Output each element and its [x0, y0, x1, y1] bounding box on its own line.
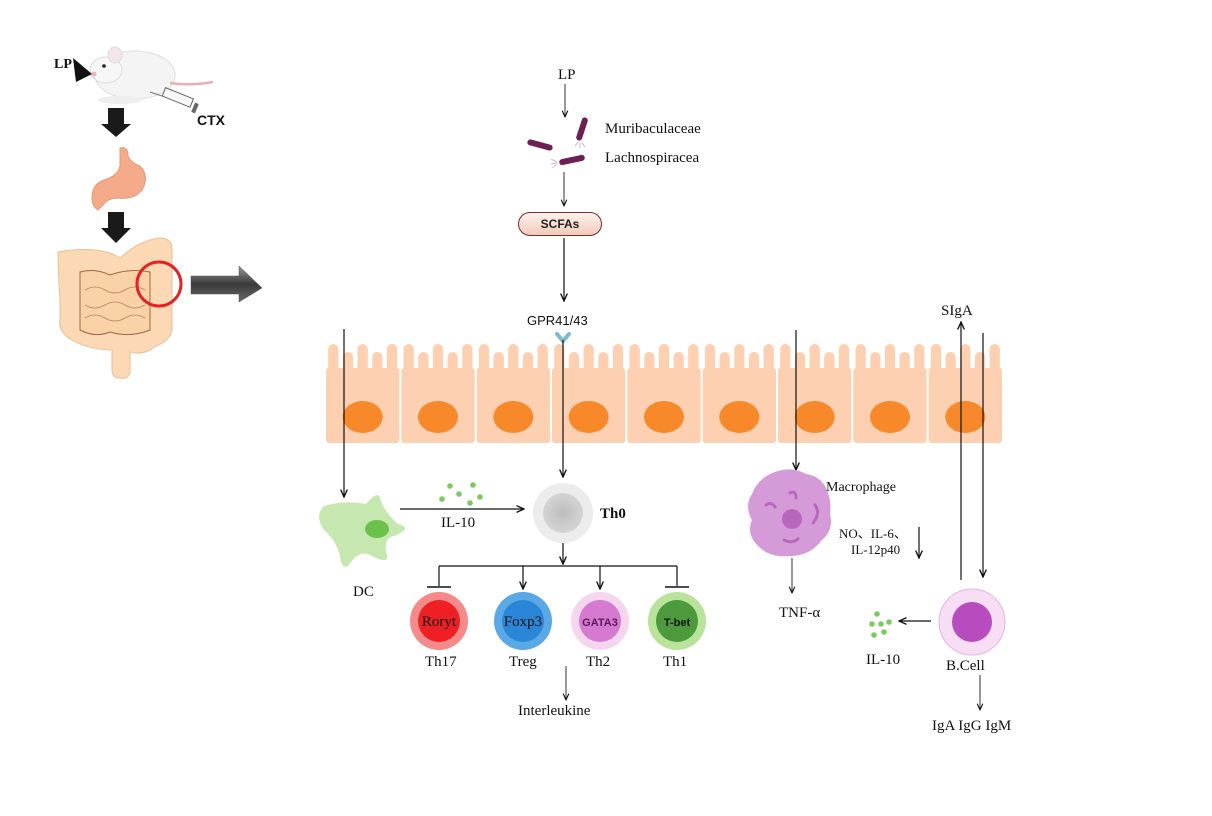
epithelial-cell — [853, 344, 926, 443]
th0-label: Th0 — [600, 507, 626, 522]
epithelial-cell — [401, 344, 474, 443]
gpr-receptor-icon — [557, 334, 569, 341]
th-differentiation-branches — [427, 566, 689, 589]
bacteria-icon — [527, 117, 589, 168]
nucleus — [343, 401, 383, 433]
epithelium-layer — [326, 344, 1002, 443]
stomach-icon — [92, 148, 146, 210]
lp-pathway-label: LP — [558, 68, 576, 83]
epithelial-cell — [703, 344, 776, 443]
cytokine-dot — [439, 496, 445, 502]
dc-nucleus — [365, 520, 389, 538]
transcription-factor-label: GATA3 — [582, 617, 618, 629]
cytokine-dot — [456, 491, 462, 497]
antibodies-label: IgA IgG IgM — [932, 719, 1011, 734]
cytokine-dot — [477, 494, 483, 500]
cytokine-dot — [886, 619, 892, 625]
transcription-factor-label: T-bet — [664, 617, 691, 629]
il10-cytokine-dots — [869, 611, 892, 638]
epithelial-cell — [326, 344, 399, 443]
bacteria-label-lachnospiracea: Lachnospiracea — [605, 151, 699, 166]
cytokine-dot — [470, 482, 476, 488]
epithelial-cell — [929, 344, 1002, 443]
macrophage-label: Macrophage — [826, 481, 896, 495]
cytokine-dot — [878, 621, 884, 627]
th-subset-cell-th17: Roryt — [410, 592, 468, 650]
nucleus — [870, 401, 910, 433]
bcell-il10-label: IL-10 — [866, 653, 900, 668]
nucleus — [945, 401, 985, 433]
down-arrow-icon — [101, 108, 131, 137]
cytokine-dot — [869, 621, 875, 627]
epithelial-cell — [778, 344, 851, 443]
transcription-factor-label: Foxp3 — [504, 614, 542, 630]
macrophage-cytokines-line2: IL-12p40 — [851, 543, 900, 556]
th-subset-name-th17: Th17 — [425, 655, 457, 670]
scfas-badge: SCFAs — [518, 212, 602, 236]
th-subset-name-treg: Treg — [509, 655, 537, 670]
nucleus — [418, 401, 458, 433]
cytokine-dot — [467, 500, 473, 506]
th-subset-cell-th2: GATA3 — [571, 592, 629, 650]
dc-label: DC — [353, 585, 374, 600]
cytokine-dot — [871, 632, 877, 638]
epithelial-cell — [627, 344, 700, 443]
ctx-treatment-label: CTX — [197, 113, 225, 127]
th-subset-name-th2: Th2 — [586, 655, 610, 670]
lp-treatment-label: LP — [54, 58, 72, 72]
down-arrow-icon — [101, 212, 131, 243]
mouse-illustration — [90, 47, 213, 104]
b-cell-nucleus — [952, 602, 992, 642]
il10-cytokine-dots — [439, 482, 483, 506]
cytokine-dot — [447, 483, 453, 489]
cytokine-dot — [881, 629, 887, 635]
th0-nucleus — [543, 493, 583, 533]
bcell-label: B.Cell — [946, 659, 985, 674]
interleukine-label: Interleukine — [518, 704, 590, 719]
th-subset-cell-treg: Foxp3 — [494, 592, 552, 650]
nucleus — [795, 401, 835, 433]
nucleus — [644, 401, 684, 433]
lp-pointer-arrow-icon — [73, 58, 92, 82]
th-subsets: Roryt Foxp3 GATA3 T-bet — [410, 592, 706, 650]
receptor-label: GPR41/43 — [527, 314, 588, 327]
transcription-factor-label: Roryt — [422, 614, 457, 630]
siga-label: SIgA — [941, 304, 973, 319]
th-subset-name-th1: Th1 — [663, 655, 687, 670]
macrophage-cytokines-line1: NO、IL-6、 — [839, 527, 907, 540]
nucleus — [493, 401, 533, 433]
epithelial-cell — [477, 344, 550, 443]
bacteria-label-muribaculaceae: Muribaculaceae — [605, 122, 701, 137]
nucleus — [569, 401, 609, 433]
tnf-alpha-label: TNF-α — [779, 606, 820, 621]
intestine-illustration — [58, 238, 172, 378]
th-subset-cell-th1: T-bet — [648, 592, 706, 650]
il10-label: IL-10 — [441, 516, 475, 531]
macrophage-nucleus — [782, 509, 802, 529]
right-arrow-icon — [191, 266, 262, 302]
cytokine-dot — [874, 611, 880, 617]
dendritic-cell — [319, 495, 405, 567]
nucleus — [719, 401, 759, 433]
